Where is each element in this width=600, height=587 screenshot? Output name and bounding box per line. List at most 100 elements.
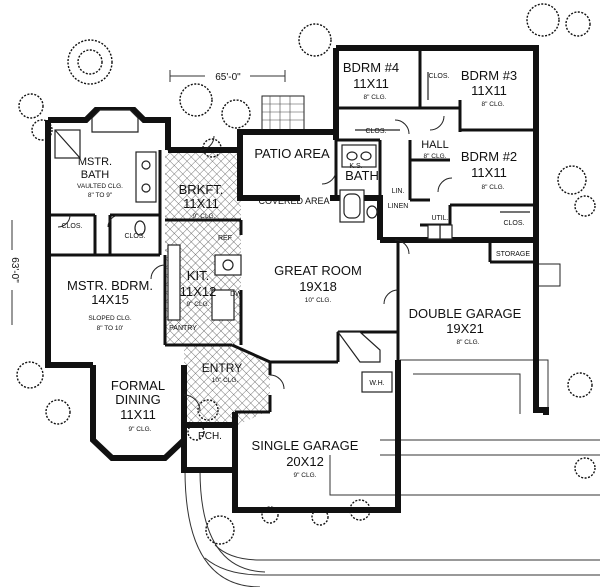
room-name: KIT. [187, 268, 209, 283]
room-kit: KIT. 11X12 9" CLG. [180, 268, 217, 308]
room-entry: ENTRY 10" CLG. [202, 361, 242, 384]
room-ceiling: 10" CLG. [305, 297, 332, 304]
room-mstr-bdrm: MSTR. BDRM. 14X15 SLOPED CLG. 8" TO 10' [67, 278, 153, 332]
garden-tub [91, 109, 139, 133]
room-storage: STORAGE [496, 251, 530, 258]
room-mstr-bath: MSTR. BATH VAULTED CLG. 8" TO 9" [77, 156, 123, 199]
exterior-walls [45, 45, 549, 513]
door-swing [394, 239, 410, 255]
tree-shrub [45, 399, 71, 425]
room-name: BDRM #4 [343, 60, 399, 75]
tree-shrub [526, 3, 560, 37]
interior-walls [48, 48, 536, 414]
sink [360, 151, 372, 161]
room-ceiling-line2: 8" TO 9" [88, 192, 113, 199]
dryer [427, 224, 441, 240]
tree-shrub [557, 165, 587, 195]
tree-shrub [179, 83, 213, 117]
room-ceiling-line1: VAULTED CLG. [77, 183, 123, 190]
room-size: 19X18 [299, 279, 337, 294]
room-name: COVERED AREA [258, 196, 329, 206]
water-heater-label: W.H. [369, 380, 384, 387]
room-name: ENTRY [202, 361, 242, 375]
door-swing [183, 394, 201, 412]
room-porch: PCH. [198, 431, 222, 442]
dishwasher-label: DW [230, 291, 242, 298]
room-ceiling: 9" CLG. [294, 472, 317, 479]
room-ceiling: 8" CLG. [482, 101, 505, 108]
room-name-line1: MSTR. [78, 156, 112, 168]
small-labels: CLOS. CLOS. CLOS. CLOS. CLOS. LINEN PANT… [61, 73, 524, 387]
room-size: 11X11 [471, 83, 507, 98]
planter-box [537, 263, 561, 287]
knee-space-label: K.S. [349, 163, 362, 170]
toilet [134, 220, 146, 236]
room-name: PATIO AREA [254, 146, 330, 161]
tree-shrub [574, 195, 596, 217]
room-ceiling: 9" CLG. [193, 213, 216, 220]
closet-label: CLOS. [365, 128, 386, 135]
brick-pattern [262, 96, 304, 130]
tree-shrub [205, 515, 235, 545]
room-name: BATH [345, 168, 379, 183]
room-name: BDRM #3 [461, 68, 517, 83]
door-swing [107, 214, 121, 228]
room-ceiling: 9" CLG. [129, 426, 152, 433]
room-name: BDRM #2 [461, 149, 517, 164]
room-ceiling: 8" CLG. [482, 184, 505, 191]
toilet [366, 205, 378, 219]
entry-tile-floor-cross [184, 345, 270, 425]
closet-label: CLOS. [503, 220, 524, 227]
tree-shrub [18, 93, 44, 119]
room-size: 11X12 [180, 284, 217, 299]
room-bath: BATH [345, 168, 379, 183]
water-heater [361, 371, 393, 393]
room-ceiling: 9" CLG. [187, 301, 210, 308]
room-size: 14X15 [91, 292, 129, 307]
room-hall: HALL 8" CLG. [421, 139, 449, 160]
room-name: PCH. [198, 431, 222, 442]
room-ceiling: 8" CLG. [364, 94, 387, 101]
dimension-depth: 63'-0" [9, 220, 20, 325]
mstr-vanity [135, 151, 157, 203]
walkway-curve [199, 469, 266, 573]
room-name: MSTR. BDRM. [67, 278, 153, 293]
room-ceiling: 10" CLG. [212, 377, 239, 384]
room-covered-area: COVERED AREA [258, 196, 329, 206]
walkway-curve [204, 557, 600, 576]
tree-shrub [567, 372, 593, 398]
walkway-curve [214, 544, 600, 561]
room-ceiling-line1: SLOPED CLG. [88, 315, 132, 322]
room-name: GREAT ROOM [274, 263, 362, 278]
door-swing [394, 119, 410, 135]
door-swing [321, 169, 337, 185]
room-ceiling: 8" CLG. [457, 339, 480, 346]
door-swing [57, 214, 71, 228]
room-bdrm4: BDRM #4 11X11 8" CLG. [343, 60, 399, 101]
driveway-edge [413, 373, 521, 414]
fireplace [336, 331, 381, 363]
room-size: 11X11 [120, 407, 156, 422]
bathtub-basin [343, 193, 361, 219]
depth-dimension-label: 63'-0" [9, 257, 20, 283]
walkway-curve [184, 469, 261, 587]
room-name-line2: DINING [115, 392, 161, 407]
room-great-room: GREAT ROOM 19X18 10" CLG. [274, 263, 362, 304]
room-name: BRKFT. [179, 182, 224, 197]
door-swing [429, 115, 445, 131]
linen-label: LINEN [388, 203, 409, 210]
closet-label: CLOS. [61, 223, 82, 230]
room-ceiling: 8" CLG. [424, 153, 447, 160]
brick-planter [261, 95, 305, 131]
driveway-edge [329, 455, 380, 496]
washer [439, 224, 453, 240]
room-size: 11X11 [353, 76, 389, 91]
cooktop [222, 259, 234, 271]
tree-shrub [16, 361, 44, 389]
room-name-line1: FORMAL [111, 378, 165, 393]
refrigerator-label: REF [218, 235, 232, 242]
pantry-label: PANTRY [169, 325, 197, 332]
kitchen-counter [167, 244, 181, 321]
